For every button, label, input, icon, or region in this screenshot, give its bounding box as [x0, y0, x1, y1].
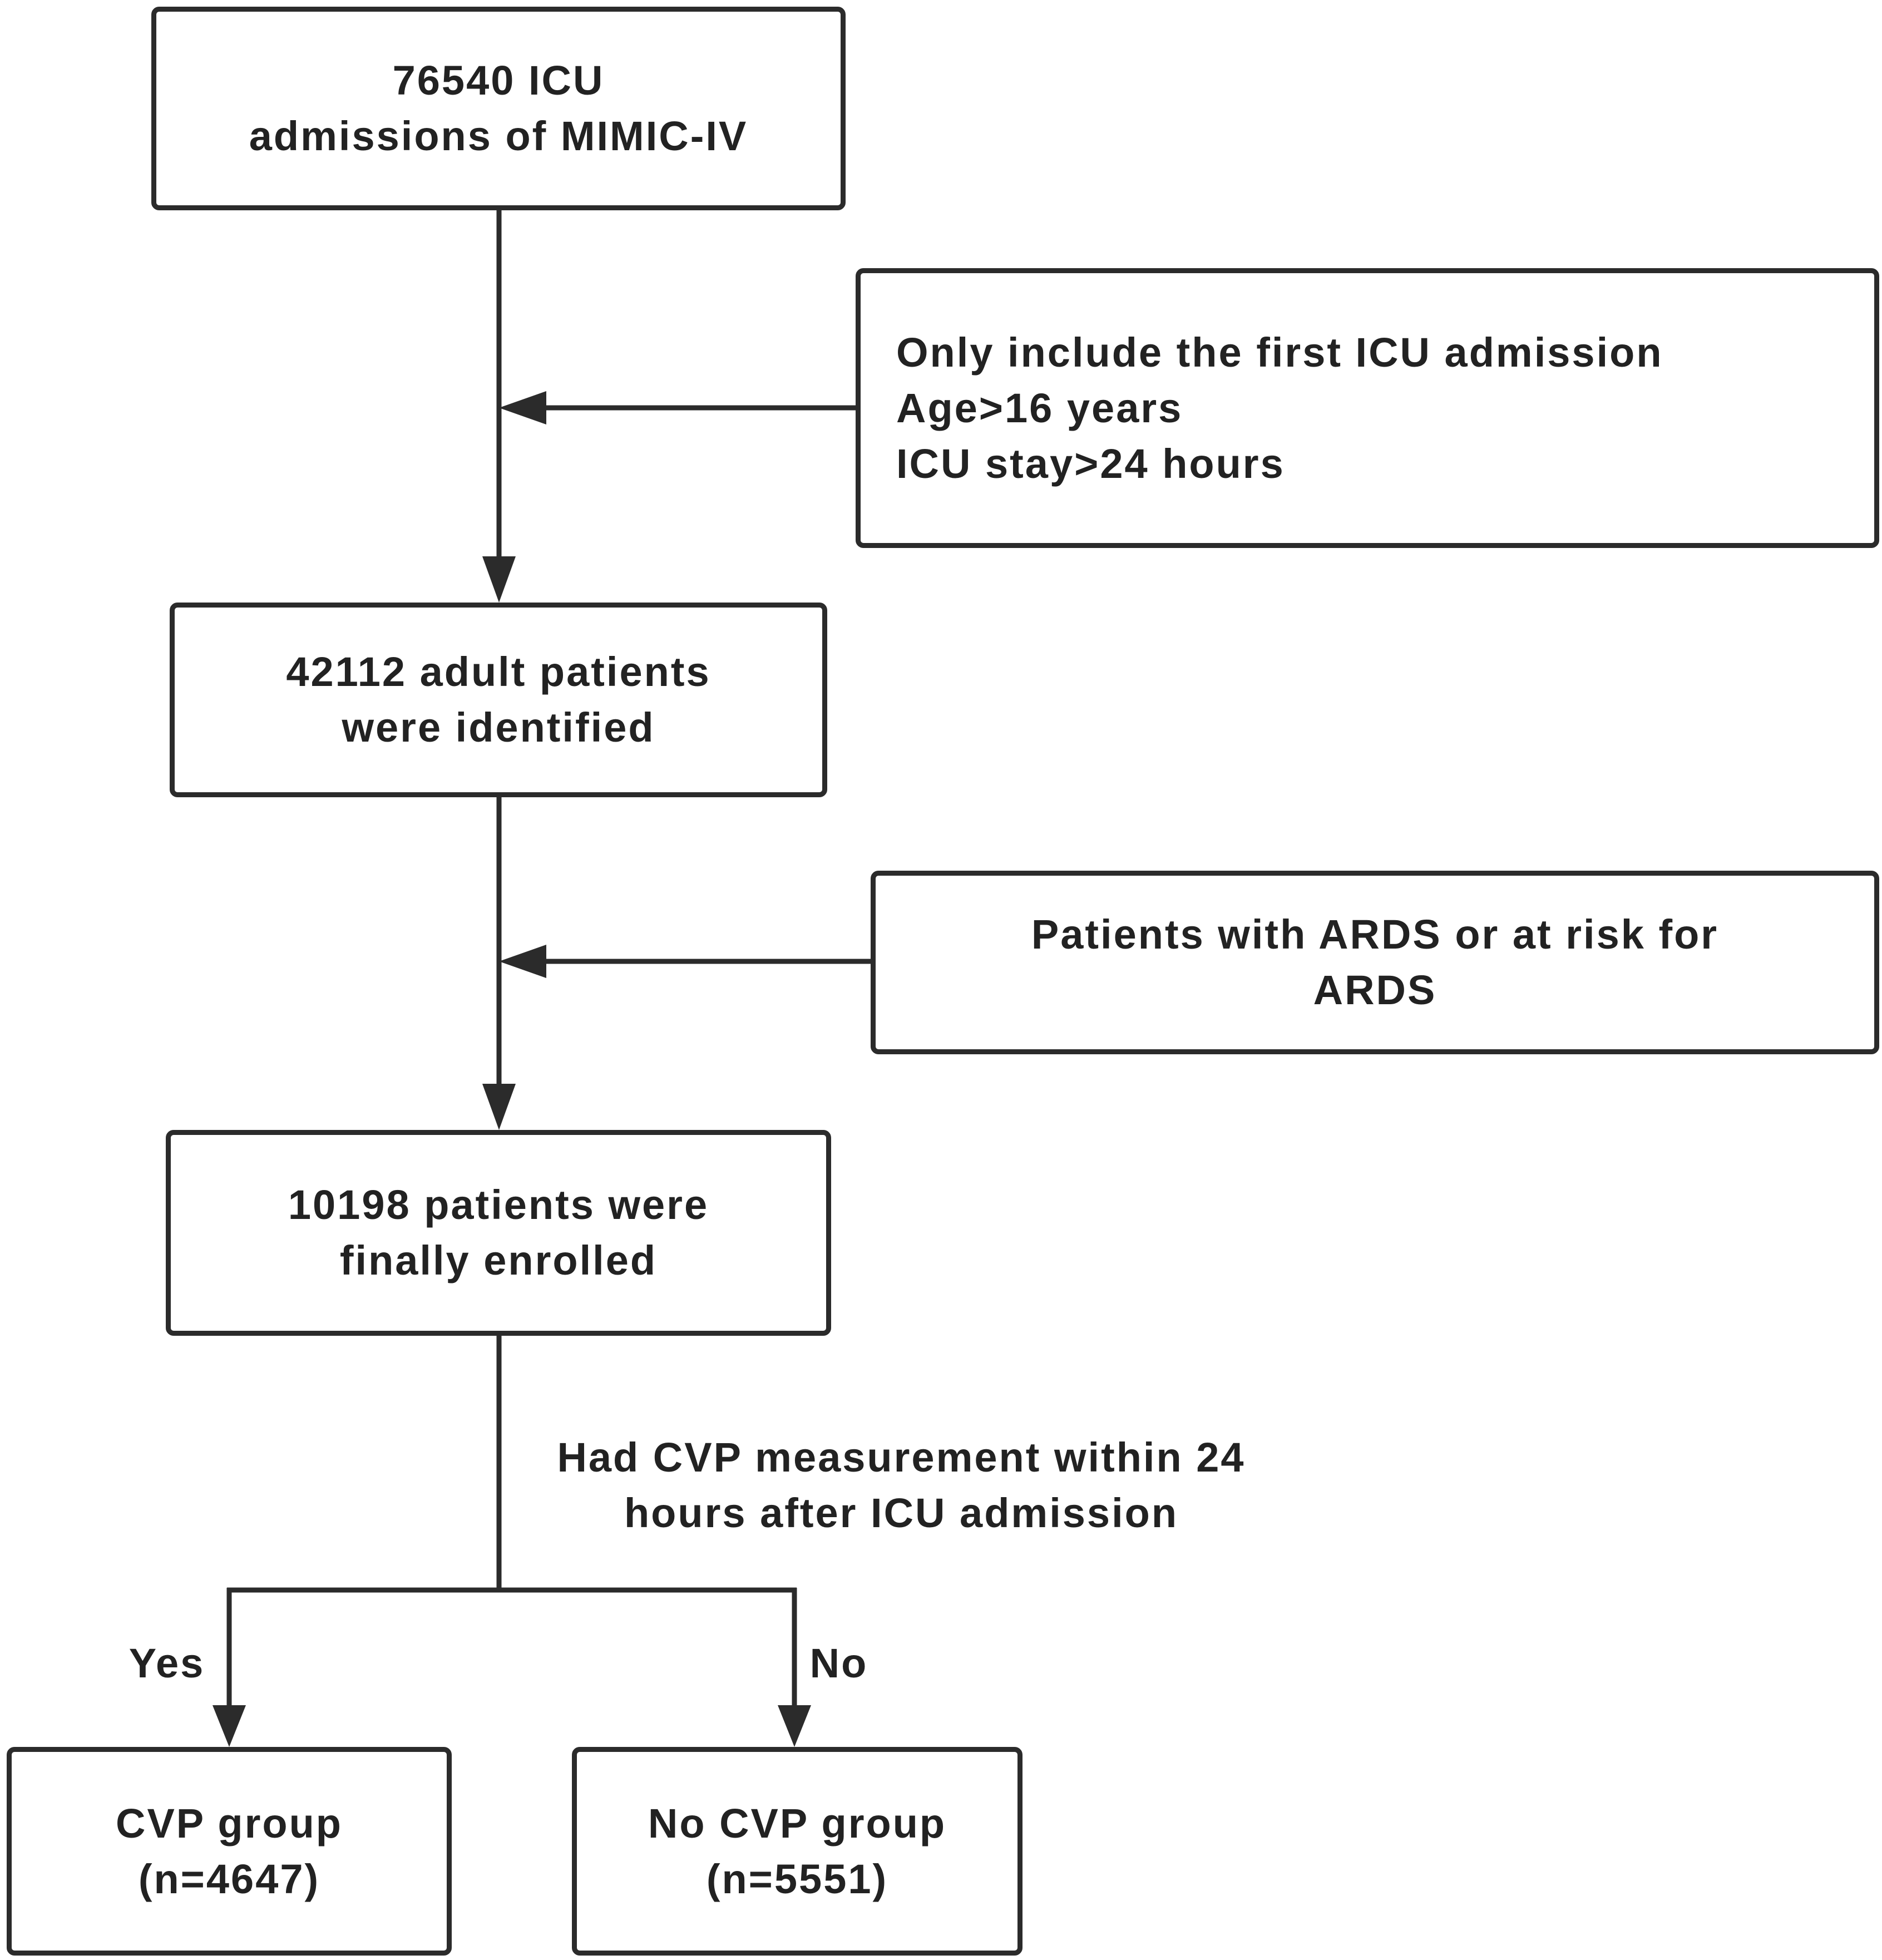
node-icu-admissions-line-1: 76540 ICU — [392, 57, 605, 103]
node-ards-criteria-line-2: ARDS — [1313, 967, 1437, 1013]
branch-label-no: No — [809, 1640, 868, 1686]
node-inclusion-criteria: Only include the first ICU admission Age… — [856, 268, 1879, 548]
split-question-line-2: hours after ICU admission — [624, 1490, 1179, 1536]
node-adult-patients: 42112 adult patients were identified — [170, 603, 827, 797]
arrowhead-into-enrolled — [482, 1084, 516, 1130]
node-finally-enrolled: 10198 patients were finally enrolled — [166, 1130, 831, 1336]
node-icu-admissions-line-2: admissions of MIMIC-IV — [249, 113, 748, 159]
split-question-line-1: Had CVP measurement within 24 — [557, 1434, 1246, 1480]
arrowhead-ards-to-spine — [499, 945, 546, 978]
node-cvp-group-line-1: CVP group — [116, 1800, 343, 1847]
node-cvp-group-line-2: (n=4647) — [138, 1855, 320, 1902]
arrowhead-into-adult — [482, 556, 516, 603]
node-ards-criteria-line-1: Patients with ARDS or at risk for — [1031, 911, 1719, 957]
arrowhead-into-no-cvp-group — [778, 1705, 811, 1747]
split-question-label: Had CVP measurement within 24 hours afte… — [517, 1430, 1285, 1541]
arrowhead-into-cvp-group — [213, 1705, 246, 1747]
node-no-cvp-group: No CVP group (n=5551) — [572, 1747, 1022, 1956]
node-no-cvp-group-line-2: (n=5551) — [706, 1855, 888, 1902]
node-adult-patients-line-1: 42112 adult patients — [286, 649, 711, 695]
arrowhead-inclusion-to-spine — [499, 391, 546, 424]
node-no-cvp-group-line-1: No CVP group — [648, 1800, 947, 1847]
node-inclusion-criteria-line-3: ICU stay>24 hours — [896, 440, 1285, 487]
node-inclusion-criteria-line-2: Age>16 years — [896, 384, 1183, 431]
node-cvp-group: CVP group (n=4647) — [7, 1747, 452, 1956]
node-icu-admissions: 76540 ICU admissions of MIMIC-IV — [151, 7, 846, 210]
node-finally-enrolled-line-1: 10198 patients were — [288, 1182, 709, 1228]
node-inclusion-criteria-line-1: Only include the first ICU admission — [896, 329, 1663, 376]
node-finally-enrolled-line-2: finally enrolled — [339, 1237, 658, 1283]
node-adult-patients-line-2: were identified — [342, 704, 655, 751]
node-ards-criteria: Patients with ARDS or at risk for ARDS — [871, 871, 1879, 1054]
branch-label-yes: Yes — [129, 1640, 205, 1686]
